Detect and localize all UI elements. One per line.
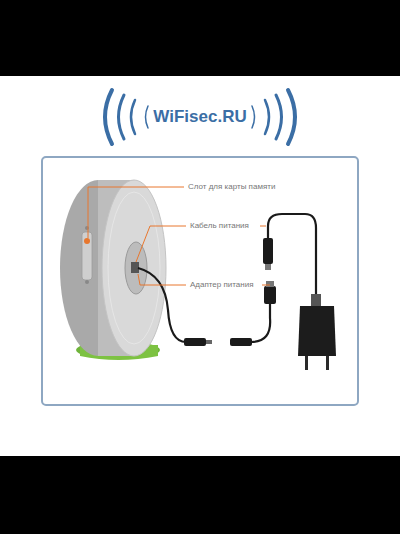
part-label: Адаптер питания — [188, 280, 256, 289]
power-cable — [138, 214, 316, 342]
camera-device — [60, 180, 166, 360]
watermark-logo: WiFisec.RU — [151, 107, 248, 127]
bottom-band — [0, 456, 400, 534]
top-band — [0, 0, 400, 76]
wifi-waves — [105, 90, 295, 144]
usb-power-adapter — [298, 306, 336, 370]
leader-lines — [88, 187, 270, 285]
part-label: Слот для карты памяти — [186, 182, 277, 191]
diagram-panel — [42, 157, 358, 405]
part-label: Кабель питания — [188, 221, 251, 230]
